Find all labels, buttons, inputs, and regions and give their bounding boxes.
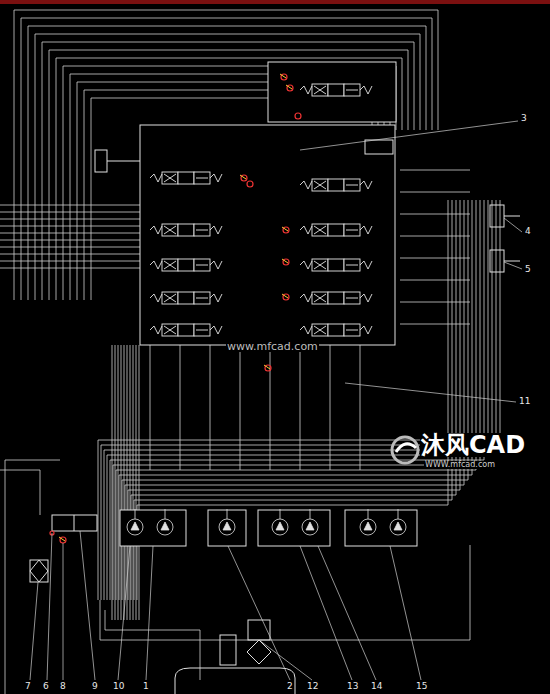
callout-number: 10 xyxy=(112,682,125,691)
callout-number: 12 xyxy=(306,682,319,691)
watermark: WWW.mfcad.com xyxy=(424,461,496,469)
watermark: 沐风CAD xyxy=(420,433,526,457)
callout-number: 1 xyxy=(142,682,150,691)
callout-number: 13 xyxy=(346,682,359,691)
callout-number: 6 xyxy=(42,682,50,691)
valve-blocks xyxy=(30,62,520,694)
directional-valves xyxy=(150,84,372,336)
callout-number: 4 xyxy=(524,227,532,236)
check-valves xyxy=(59,74,292,541)
callout-number: 9 xyxy=(91,682,99,691)
hydraulic-lines xyxy=(0,10,500,694)
callout-number: 5 xyxy=(524,265,532,274)
watermark: www.mfcad.com xyxy=(226,341,319,352)
callout-number: 14 xyxy=(370,682,383,691)
logo xyxy=(392,437,418,463)
callout-number: 2 xyxy=(286,682,294,691)
callout-number: 11 xyxy=(518,397,531,406)
pump-symbols xyxy=(127,509,406,535)
callout-number: 15 xyxy=(415,682,428,691)
callout-number: 3 xyxy=(520,114,528,123)
callout-number: 8 xyxy=(59,682,67,691)
leader-lines xyxy=(30,121,522,680)
relief-valves xyxy=(50,74,301,543)
top-bar xyxy=(0,0,550,4)
callout-number: 7 xyxy=(24,682,32,691)
